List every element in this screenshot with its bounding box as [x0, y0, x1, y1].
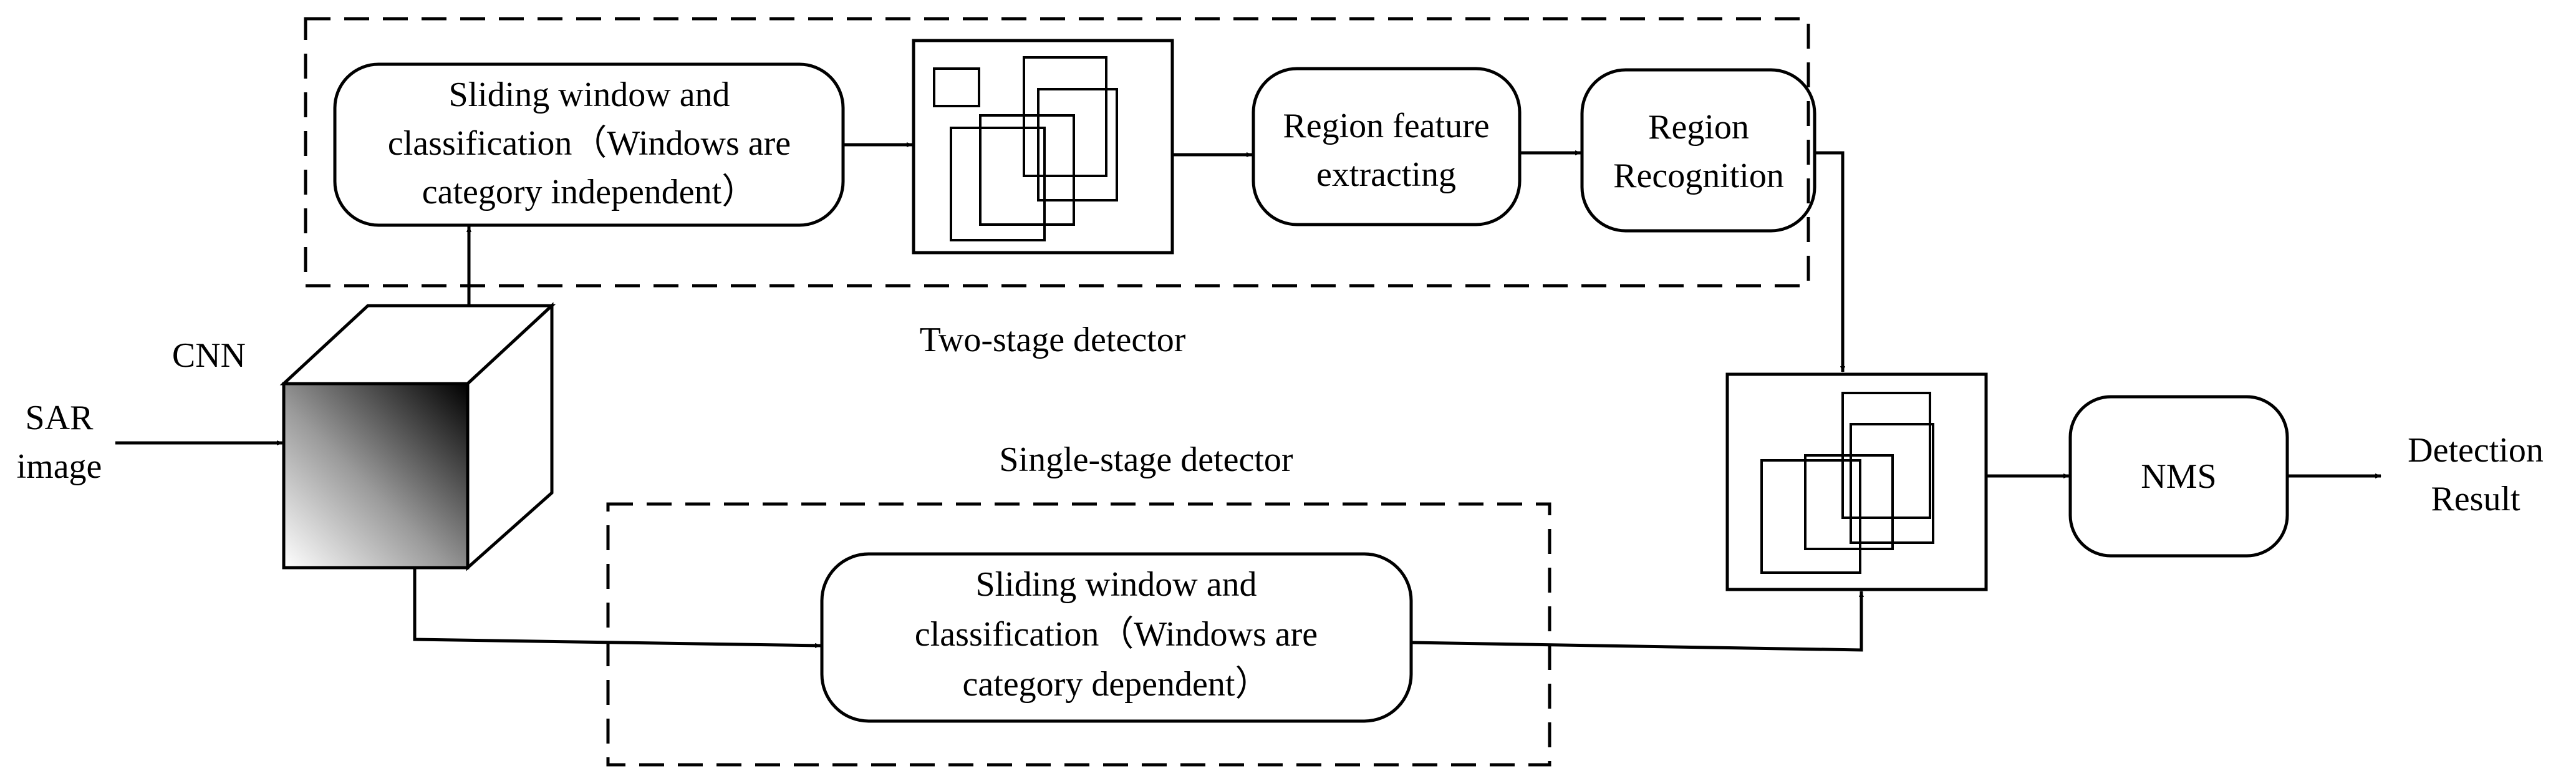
input-label-line1: SAR: [26, 399, 94, 437]
two-stage-sliding-window-line1: Sliding window and: [448, 75, 730, 114]
region-feature-line1: Region feature: [1283, 107, 1489, 145]
nms-label: NMS: [2141, 457, 2216, 496]
nms-box: NMS: [2068, 395, 2289, 558]
two-stage-sliding-window-box: Sliding window and classification（Window…: [333, 62, 845, 227]
region-recognition-box: Region Recognition: [1580, 68, 1816, 233]
single-stage-sliding-window-line1: Sliding window and: [975, 565, 1257, 604]
two-stage-caption: Two-stage detector: [920, 321, 1186, 359]
region-feature-extracting-box: Region feature extracting: [1252, 67, 1522, 226]
input-label-line2: image: [17, 447, 102, 486]
region-recognition-line2: Recognition: [1613, 157, 1784, 195]
output-label-line1: Detection: [2408, 431, 2544, 470]
single-stage-sliding-window-line3: category dependent）: [963, 665, 1270, 704]
single-stage-container: [606, 502, 1551, 767]
two-stage-sliding-window-line2: classification（Windows are: [388, 124, 791, 163]
single-stage-sliding-window-box: Sliding window and classification（Window…: [820, 552, 1413, 723]
two-stage-container: [304, 17, 1810, 288]
region-recognition-line1: Region: [1648, 108, 1749, 147]
arrow-recognition-to-merge: [1815, 151, 1845, 372]
two-stage-sliding-window-line3: category independent）: [422, 173, 756, 211]
single-stage-caption: Single-stage detector: [999, 440, 1293, 479]
arrow-cnn-to-single-stage: [413, 568, 821, 648]
cnn-cube-icon: [279, 302, 556, 571]
cnn-label: CNN: [172, 336, 246, 375]
single-stage-sliding-window-line2: classification（Windows are: [915, 615, 1318, 654]
region-feature-line2: extracting: [1316, 155, 1456, 194]
arrow-single-stage-to-merge: [1411, 591, 1864, 652]
merged-detections-icon: [1725, 372, 1988, 591]
region-proposals-icon: [912, 39, 1174, 255]
output-label-line2: Result: [2431, 480, 2521, 518]
